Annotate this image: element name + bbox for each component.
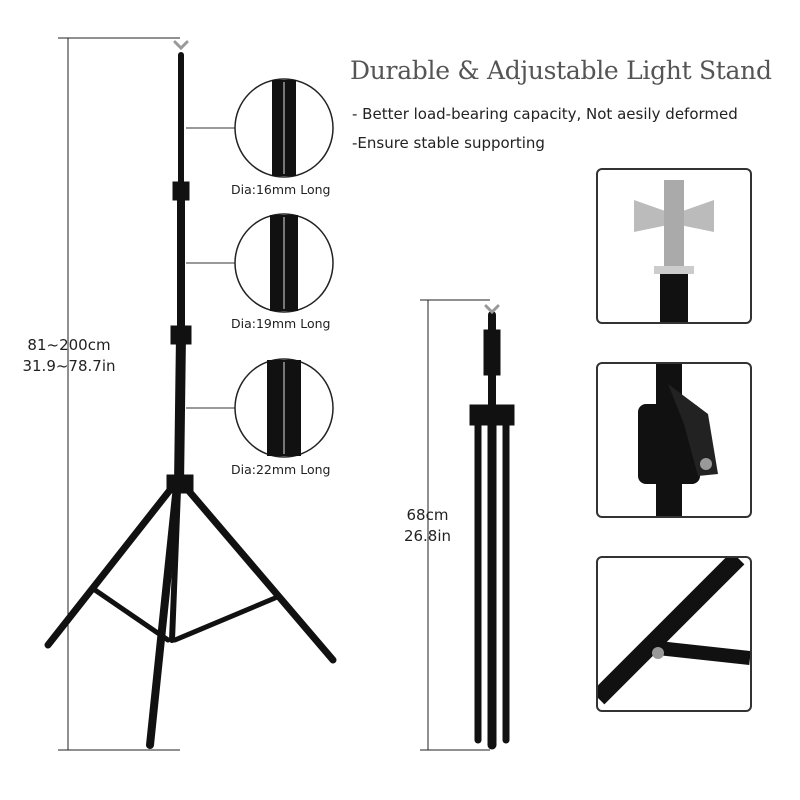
extended-height-in: 31.9~78.7in	[22, 357, 116, 375]
feature-1: - Better load-bearing capacity, Not aesi…	[352, 105, 738, 123]
folded-tripod	[469, 304, 515, 750]
page-title: Durable & Adjustable Light Stand	[350, 56, 772, 85]
extended-tripod	[44, 40, 337, 749]
dia-16-label: Dia:16mm Long	[231, 182, 331, 197]
extended-height-label: 81~200cm 31.9~78.7in	[14, 335, 124, 377]
dia-22-label: Dia:22mm Long	[231, 462, 331, 477]
detail-lock-knob	[596, 362, 752, 518]
feature-2: -Ensure stable supporting	[352, 134, 545, 152]
folded-height-label: 68cm 26.8in	[385, 505, 470, 547]
extended-dimension-line	[58, 37, 180, 751]
dia-19-label: Dia:19mm Long	[231, 316, 331, 331]
detail-wing-screw	[596, 168, 752, 324]
extended-height-cm: 81~200cm	[27, 336, 111, 354]
detail-leg-joint	[596, 556, 752, 712]
folded-height-cm: 68cm	[406, 506, 449, 524]
folded-dimension-line	[420, 299, 490, 751]
folded-height-in: 26.8in	[403, 527, 452, 545]
